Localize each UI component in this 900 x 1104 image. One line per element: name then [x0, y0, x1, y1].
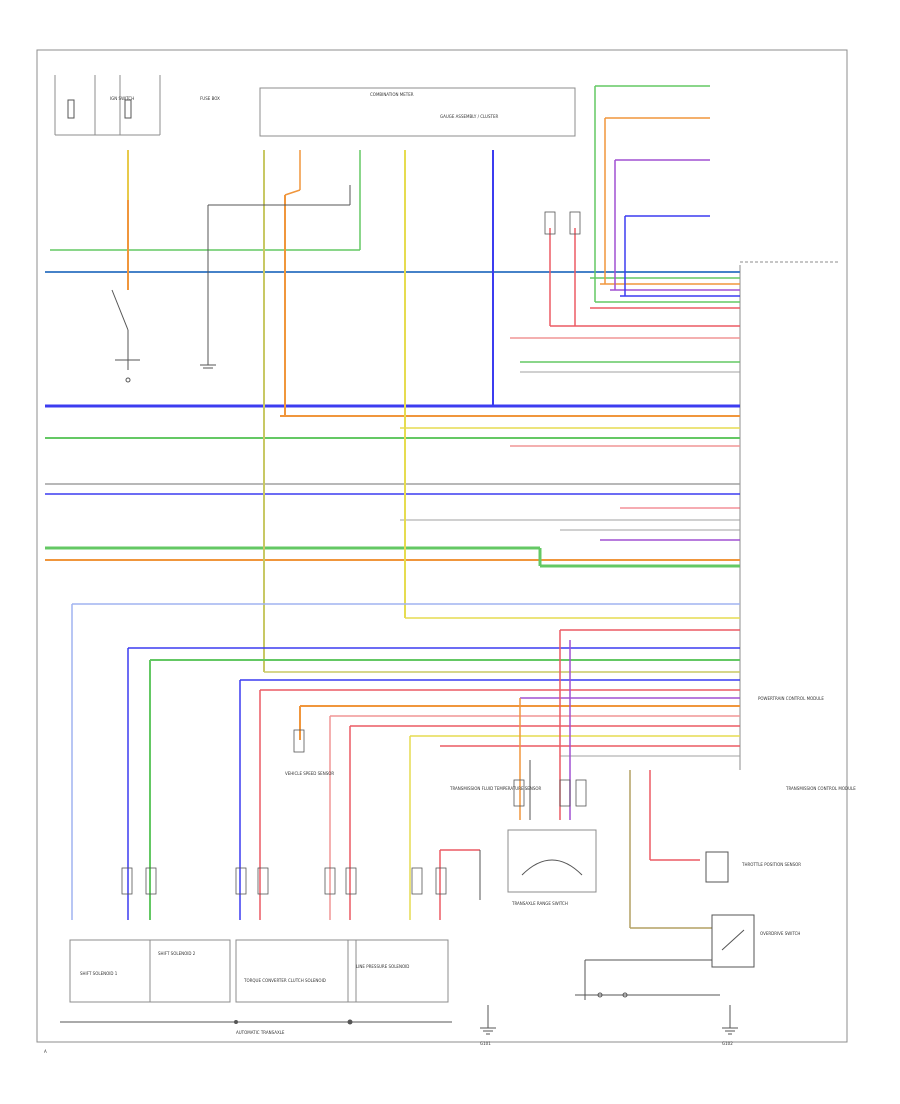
ground-symbol-right: [722, 1005, 738, 1035]
range-sensor-box: [507, 829, 597, 893]
ground-symbol-left: [480, 1005, 496, 1035]
overdrive-switch-label: OVERDRIVE SWITCH: [760, 931, 800, 936]
torque-converter-label: TORQUE CONVERTER CLUTCH SOLENOID: [243, 978, 326, 983]
throttle-sensor-box: [705, 851, 729, 883]
solenoid-box-3: [347, 939, 449, 1003]
range-sensor-label: TRANSAXLE RANGE SWITCH: [511, 901, 568, 906]
vss-label: VEHICLE SPEED SENSOR: [285, 771, 334, 776]
ground-symbol-mid: [200, 340, 216, 369]
solenoid-1-label: SHIFT SOLENOID 1: [80, 971, 118, 976]
pcm-label: POWERTRAIN CONTROL MODULE: [758, 696, 824, 701]
ground-right-label: G102: [722, 1041, 733, 1046]
solenoid-2-label: SHIFT SOLENOID 2: [158, 951, 196, 956]
fuse-box-left: FUSE BOX: [54, 75, 220, 136]
gauge-label: GAUGE ASSEMBLY / CLUSTER: [440, 114, 498, 119]
ign-switch-label: IGN SWITCH: [110, 96, 134, 101]
connector-blocks: [121, 211, 587, 895]
combination-meter-label: COMBINATION METER: [370, 92, 414, 97]
diagram-frame: [36, 49, 848, 1043]
ground-left-label: G101: [480, 1041, 491, 1046]
page-ref: A: [44, 1049, 47, 1054]
bottom-label: AUTOMATIC TRANSAXLE: [236, 1030, 285, 1035]
overdrive-switch-box: [711, 914, 755, 968]
throttle-sensor-label: THROTTLE POSITION SENSOR: [741, 862, 801, 867]
solenoid-box-2: [235, 939, 357, 1003]
relay-left: [111, 289, 140, 383]
combination-meter-box: [259, 87, 576, 137]
line-pressure-label: LINE PRESSURE SOLENOID: [356, 964, 409, 969]
fuse-box-label: FUSE BOX: [200, 96, 220, 101]
tft-label: TRANSMISSION FLUID TEMPERATURE SENSOR: [449, 786, 542, 791]
tcm-label: TRANSMISSION CONTROL MODULE: [785, 786, 856, 791]
